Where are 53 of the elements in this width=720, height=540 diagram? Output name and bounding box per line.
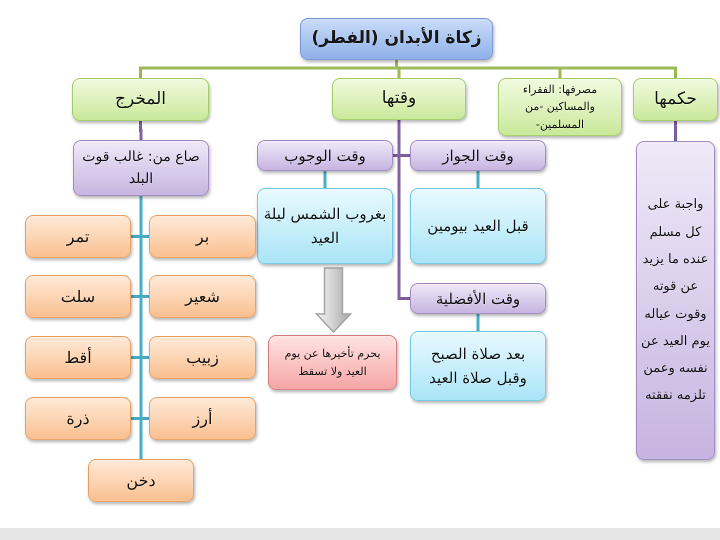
node-text: مصرفها: الفقراء والمساكين -من المسلمين- xyxy=(522,82,598,133)
node-text: بعد صلاة الصبح وقبل صلاة العيد xyxy=(428,344,528,389)
category-box xyxy=(332,78,466,120)
node-text: زكاة الأبدان (الفطر) xyxy=(310,26,483,50)
connector-line xyxy=(139,121,142,140)
connector-line xyxy=(140,196,142,459)
food-box xyxy=(149,275,256,318)
node-text: بر xyxy=(194,226,210,248)
amount-box xyxy=(73,140,209,196)
time-box xyxy=(257,140,393,171)
food-box xyxy=(149,336,256,379)
food-box xyxy=(149,397,256,440)
node-text: زبيب xyxy=(185,346,220,369)
node-text: وقتها xyxy=(380,87,418,110)
node-text: قبل العيد بيومين xyxy=(426,216,530,237)
connector-line xyxy=(674,121,677,141)
detail-box xyxy=(410,188,546,264)
node-text: وقت الوجوب xyxy=(283,146,367,167)
node-text: واجبة على كل مسلم عنده ما يزيد عن قوته وقوت عياله يوم العيد عن نفسه وعمن تلزمه نفقته xyxy=(640,196,711,406)
block-arrow xyxy=(314,267,352,334)
node-text: وقت الجواز xyxy=(440,146,515,167)
node-text: دخن xyxy=(125,470,157,492)
node-text: أرز xyxy=(190,407,214,430)
title-box xyxy=(300,18,493,60)
warning-box xyxy=(268,335,397,390)
food-box xyxy=(149,215,256,258)
category-box xyxy=(498,78,622,136)
node-text: المخرج xyxy=(114,88,168,111)
node-text: يحرم تأخيرها عن يوم العيد ولا تسقط xyxy=(284,344,382,380)
node-text: أقط xyxy=(63,346,93,369)
food-box xyxy=(25,275,131,318)
food-box xyxy=(25,397,131,440)
detail-box xyxy=(257,188,393,264)
connector-line xyxy=(476,171,480,188)
detail-box xyxy=(410,331,546,401)
node-text: حكمها xyxy=(653,88,698,111)
node-text: تمر xyxy=(65,226,90,248)
connector-line xyxy=(476,314,480,331)
connector-line xyxy=(398,120,410,300)
node-text: شعير xyxy=(184,286,221,308)
node-text: صاع من: غالب قوت البلد xyxy=(81,148,201,189)
food-box xyxy=(25,215,131,258)
time-box xyxy=(410,140,546,171)
connector-line xyxy=(324,171,326,188)
node-text: بغروب الشمس ليلة العيد xyxy=(262,204,388,249)
node-text: ذرة xyxy=(65,408,91,430)
category-box xyxy=(633,78,718,121)
node-text: سلت xyxy=(60,286,96,308)
node-text: وقت الأفضلية xyxy=(434,288,522,310)
food-box xyxy=(88,459,194,502)
category-box xyxy=(72,78,209,121)
food-box xyxy=(25,336,131,379)
time-box xyxy=(410,283,546,314)
